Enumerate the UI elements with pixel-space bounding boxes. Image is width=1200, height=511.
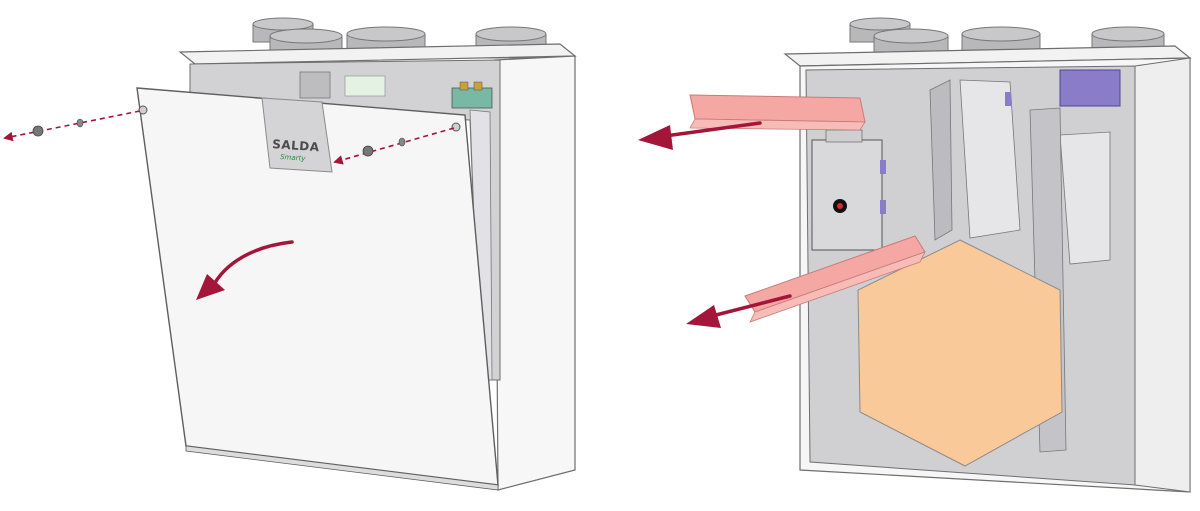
sticker: [880, 200, 886, 214]
control-module: [1059, 69, 1121, 107]
right-fan-housing: [1059, 131, 1111, 265]
screw-icon: [362, 145, 374, 157]
cover-screw-left: [138, 105, 148, 115]
salda-logo-badge: SALDA Smarty: [261, 97, 333, 173]
upper-filter: [689, 94, 866, 131]
dashed-arrow-icon: [333, 127, 455, 165]
washer-icon: [76, 118, 84, 128]
cover-screw-right: [451, 122, 461, 132]
screw-icon: [32, 125, 44, 137]
heat-exchanger: [857, 239, 1063, 467]
screw-removal-right: [333, 127, 455, 165]
left-fan-housing: [959, 79, 1021, 239]
left-internal-label: [344, 75, 386, 97]
straight-arrow-icon: [686, 294, 792, 328]
left-unit: SALDA Smarty: [3, 17, 577, 491]
logo-brand: SALDA: [272, 137, 320, 154]
right-unit: [638, 17, 1192, 493]
curved-arrow-icon: [196, 240, 294, 300]
straight-arrow-icon: [638, 121, 762, 150]
dashed-arrow-icon: [3, 110, 141, 142]
left-internal-bracket: [299, 71, 331, 99]
right-housing-side: [1134, 57, 1191, 493]
left-housing-side: [494, 55, 576, 491]
left-control-board: [451, 81, 493, 109]
logo-model: Smarty: [280, 153, 307, 163]
screw-removal-left: [3, 110, 141, 142]
front-cover-bottom-edge: [185, 445, 499, 491]
sticker: [880, 160, 886, 174]
electrical-box: [811, 129, 883, 251]
sticker: [1005, 92, 1011, 106]
washer-icon: [398, 137, 406, 147]
central-partition: [929, 79, 953, 241]
